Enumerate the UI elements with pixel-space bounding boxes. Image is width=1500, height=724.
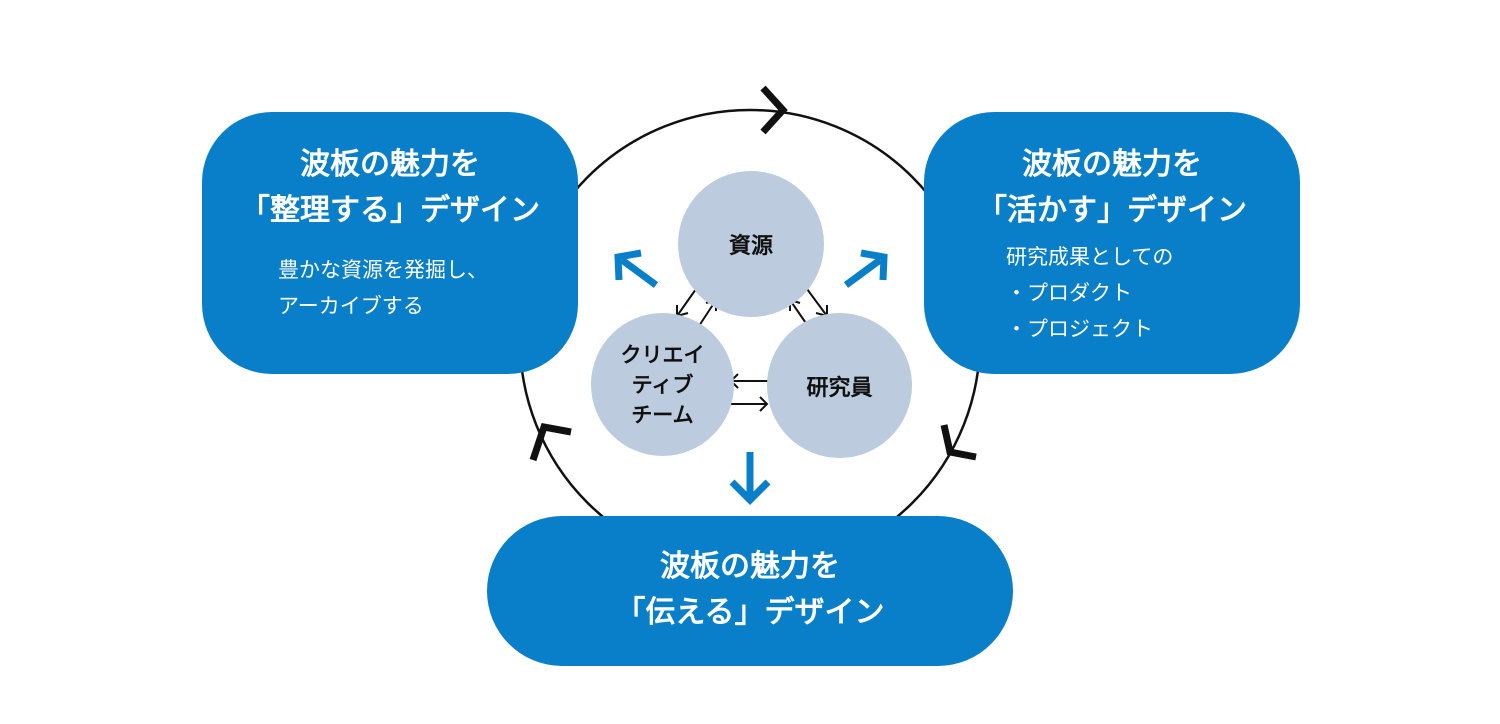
utilize-body-line-1: 研究成果としての xyxy=(1006,245,1174,269)
utilize-title-line-1: 波板の魅力を xyxy=(1022,147,1202,182)
cycle-chevron-top-icon xyxy=(760,85,788,135)
cycle-chevron-left-icon xyxy=(529,423,572,462)
arrow-to-organize-icon xyxy=(614,249,659,288)
utilize-body-line-3: ・プロジェクト xyxy=(1006,317,1153,341)
organize-design-title: 波板の魅力を 「整理する」デザイン xyxy=(202,142,578,234)
creative-team-label-line-3: チーム xyxy=(631,402,694,427)
communicate-title-line-1: 波板の魅力を xyxy=(660,549,840,584)
creative-team-label-line-2: ティブ xyxy=(631,372,694,397)
utilize-design-title: 波板の魅力を 「活かす」デザイン xyxy=(924,142,1300,234)
creative-team-node: クリエイ ティブ チーム xyxy=(591,313,734,456)
organize-body-line-1: 豊かな資源を発掘し、 xyxy=(278,258,488,282)
organize-body-line-2: アーカイブする xyxy=(278,294,424,318)
organize-design-body: 豊かな資源を発掘し、 アーカイブする xyxy=(278,252,488,324)
researchers-node-label: 研究員 xyxy=(806,375,873,401)
cycle-chevron-right-icon xyxy=(940,424,977,461)
creative-team-label-line-1: クリエイ xyxy=(620,342,705,367)
communicate-title-line-2: 「伝える」デザイン xyxy=(615,595,885,630)
organize-title-line-2: 「整理する」デザイン xyxy=(240,193,540,228)
resources-node-label: 資源 xyxy=(728,234,773,259)
arrow-to-utilize-icon xyxy=(843,249,888,288)
utilize-design-body: 研究成果としての ・プロダクト ・プロジェクト xyxy=(1006,239,1173,347)
resources-node: 資源 xyxy=(678,171,824,317)
exchange-creative-research-icon xyxy=(729,373,769,412)
researchers-node: 研究員 xyxy=(767,313,912,458)
utilize-body-line-2: ・プロダクト xyxy=(1006,281,1132,305)
communicate-design-title: 波板の魅力を 「伝える」デザイン xyxy=(487,544,1013,636)
utilize-title-line-2: 「活かす」デザイン xyxy=(977,193,1247,228)
organize-design-box: 波板の魅力を 「整理する」デザイン 豊かな資源を発掘し、 アーカイブする xyxy=(202,112,578,374)
organize-title-line-1: 波板の魅力を xyxy=(300,147,480,182)
utilize-design-box: 波板の魅力を 「活かす」デザイン 研究成果としての ・プロダクト ・プロジェクト xyxy=(924,112,1300,374)
arrow-to-communicate-icon xyxy=(729,452,771,505)
communicate-design-box: 波板の魅力を 「伝える」デザイン xyxy=(487,516,1013,666)
